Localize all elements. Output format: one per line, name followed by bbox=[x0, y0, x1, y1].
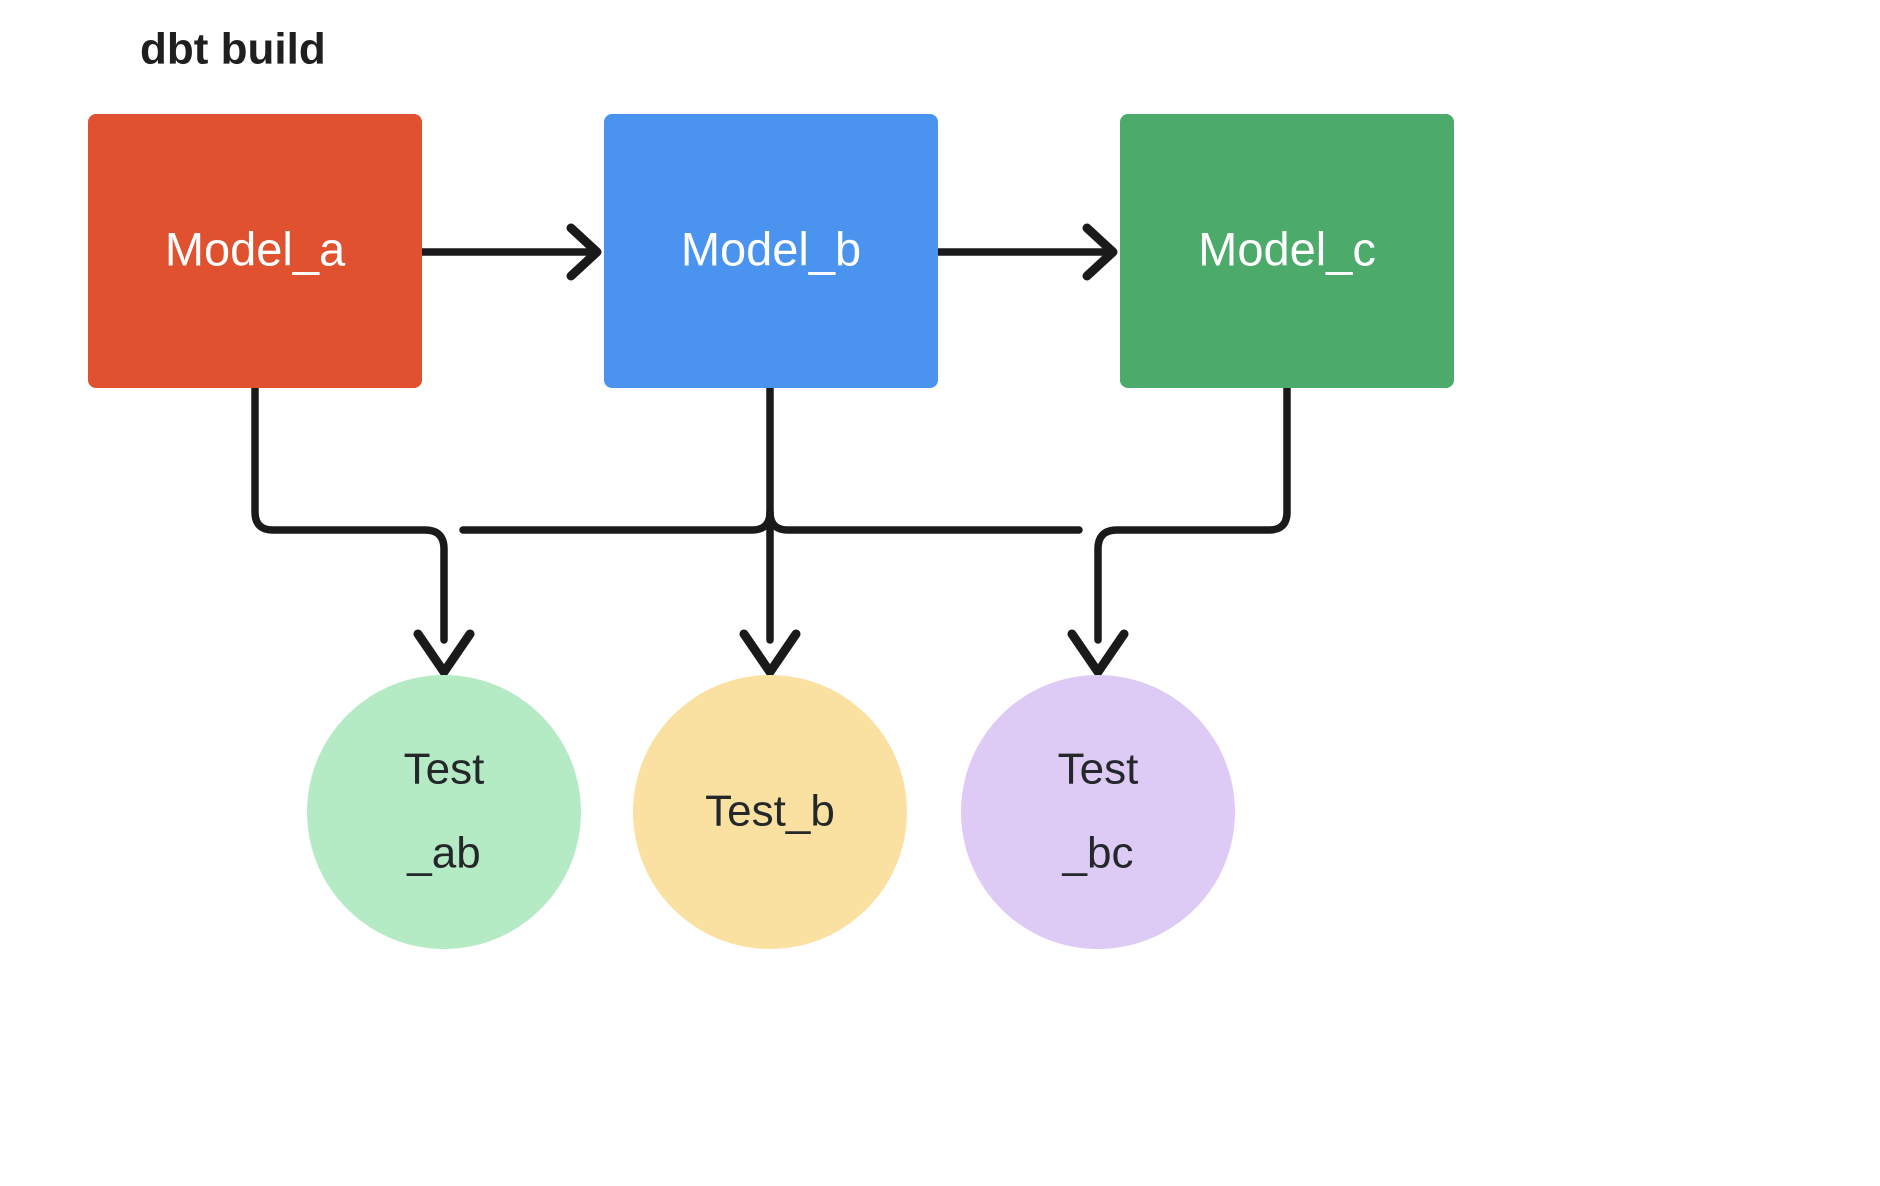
diagram-title: dbt build bbox=[140, 25, 326, 74]
model-c-shape[interactable] bbox=[1120, 114, 1454, 388]
test-bc-shape[interactable] bbox=[961, 675, 1235, 949]
edge-model-b-to-test-ab bbox=[459, 508, 774, 534]
model-b-shape[interactable] bbox=[604, 114, 938, 388]
test-b-shape[interactable] bbox=[633, 675, 907, 949]
node-test-ab[interactable]: Test _ab bbox=[307, 675, 581, 949]
edge-model-a-to-test-ab bbox=[251, 384, 475, 677]
model-b-label: Model_b bbox=[681, 222, 861, 275]
test-b-label-line1: Test_b bbox=[705, 787, 835, 836]
test-ab-label-line2: _ab bbox=[406, 829, 480, 878]
test-bc-label-line2: _bc bbox=[1062, 829, 1134, 878]
node-model-a[interactable]: Model_a bbox=[88, 114, 422, 388]
test-ab-shape[interactable] bbox=[307, 675, 581, 949]
edge-model-a-to-model-b bbox=[418, 223, 602, 281]
edge-model-b-to-model-c bbox=[934, 223, 1118, 281]
node-test-bc[interactable]: Test _bc bbox=[961, 675, 1235, 949]
node-model-b[interactable]: Model_b bbox=[604, 114, 938, 388]
test-bc-label-line1: Test bbox=[1058, 745, 1139, 794]
model-a-shape[interactable] bbox=[88, 114, 422, 388]
edge-model-b-to-test-bc bbox=[766, 508, 1083, 534]
model-c-label: Model_c bbox=[1198, 222, 1376, 275]
node-test-b[interactable]: Test_b bbox=[633, 675, 907, 949]
node-model-c[interactable]: Model_c bbox=[1120, 114, 1454, 388]
test-ab-label-line1: Test bbox=[404, 745, 485, 794]
edge-model-c-to-test-bc bbox=[1067, 384, 1291, 677]
model-a-label: Model_a bbox=[165, 222, 346, 275]
